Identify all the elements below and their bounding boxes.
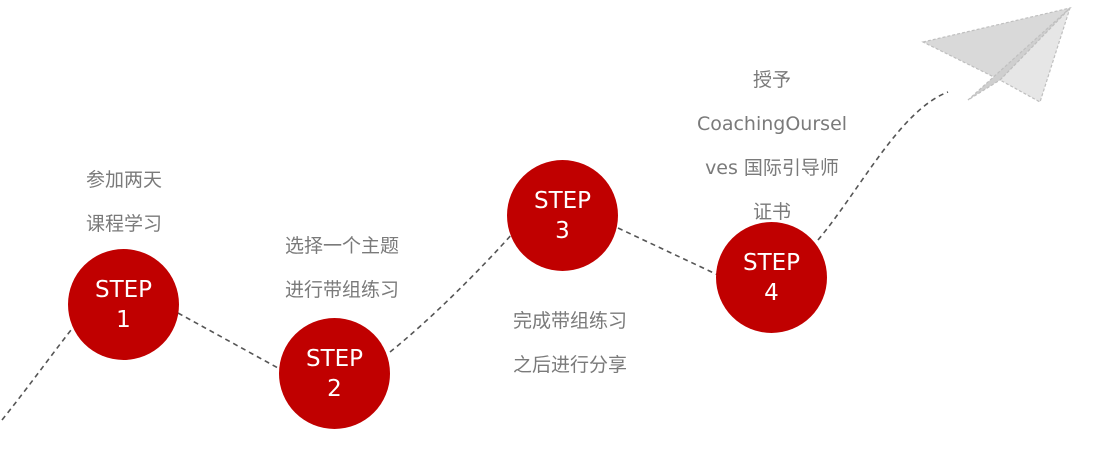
dashed-path	[1, 91, 949, 421]
step-2-caption-line-2: 进行带组练习	[284, 279, 399, 301]
step-1-label: STEP	[94, 276, 153, 303]
step-4-circle: STEP 4	[716, 222, 827, 333]
step-4-caption-line-2: CoachingOursel	[696, 113, 848, 135]
step-4-number: 4	[764, 279, 779, 306]
step-3-caption-line-1: 完成带组练习	[512, 310, 627, 332]
step-1-caption-line-2: 课程学习	[85, 213, 162, 235]
step-3-caption: 完成带组练习 之后进行分享	[490, 299, 650, 387]
step-3-number: 3	[555, 217, 570, 244]
step-1-circle: STEP 1	[68, 249, 179, 360]
step-2-number: 2	[327, 375, 342, 402]
step-2-caption: 选择一个主题 进行带组练习	[262, 224, 422, 312]
step-4-caption-line-4: 证书	[752, 201, 791, 223]
step-2-circle: STEP 2	[279, 318, 390, 429]
step-2-label: STEP	[305, 345, 364, 372]
step-3-circle: STEP 3	[507, 160, 618, 271]
paper-plane-icon	[921, 6, 1072, 103]
step-4-caption: 授予 CoachingOursel ves 国际引导师 证书	[672, 58, 872, 234]
step-2-caption-line-1: 选择一个主题	[284, 235, 399, 257]
step-3-label: STEP	[533, 187, 592, 214]
step-4-label: STEP	[742, 249, 801, 276]
step-4-caption-line-3: ves 国际引导师	[705, 157, 839, 179]
step-3-caption-line-2: 之后进行分享	[512, 354, 627, 376]
step-1-caption: 参加两天 课程学习	[62, 158, 186, 246]
step-4-caption-line-1: 授予	[752, 69, 791, 91]
step-1-number: 1	[116, 306, 131, 333]
step-1-caption-line-1: 参加两天	[85, 169, 162, 191]
